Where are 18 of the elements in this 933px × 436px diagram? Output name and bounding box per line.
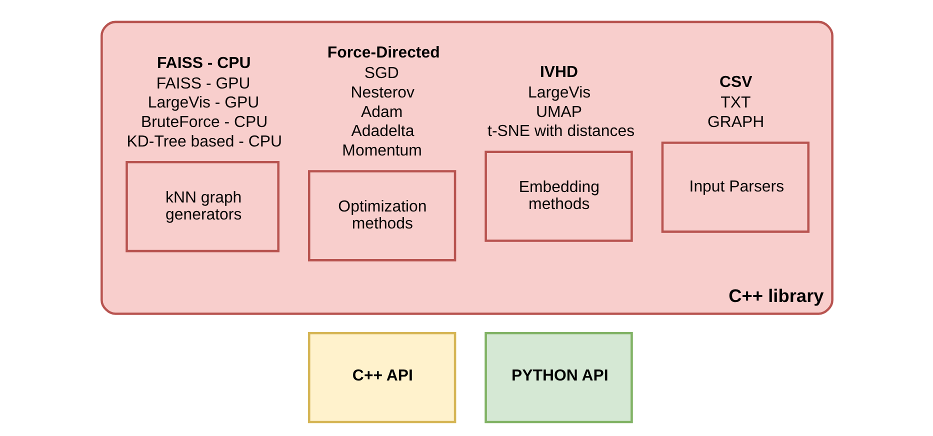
- node-label: Momentum: [342, 142, 422, 160]
- node-label: t-SNE with distances: [487, 123, 634, 140]
- node-label: IVHD: [539, 64, 578, 81]
- node-label: Adadelta: [350, 123, 414, 140]
- node-label: LargeVis: [527, 84, 590, 102]
- node-label: Force-Directed: [326, 44, 440, 62]
- node-label: SGD: [364, 65, 398, 82]
- node-label: Adam: [360, 104, 402, 121]
- node-label: TXT: [720, 94, 750, 112]
- node-label: BruteForce - CPU: [140, 114, 268, 132]
- node-label: FAISS - GPU: [156, 75, 250, 92]
- node-label: GRAPH: [707, 114, 764, 132]
- node-label: FAISS - CPU: [156, 54, 250, 72]
- node-label: Nesterov: [350, 84, 414, 102]
- node-label: UMAP: [535, 104, 582, 121]
- node-label: CSV: [718, 74, 752, 92]
- node-label: LargeVis - GPU: [147, 94, 259, 112]
- node-label: KD-Tree based - CPU: [126, 133, 282, 150]
